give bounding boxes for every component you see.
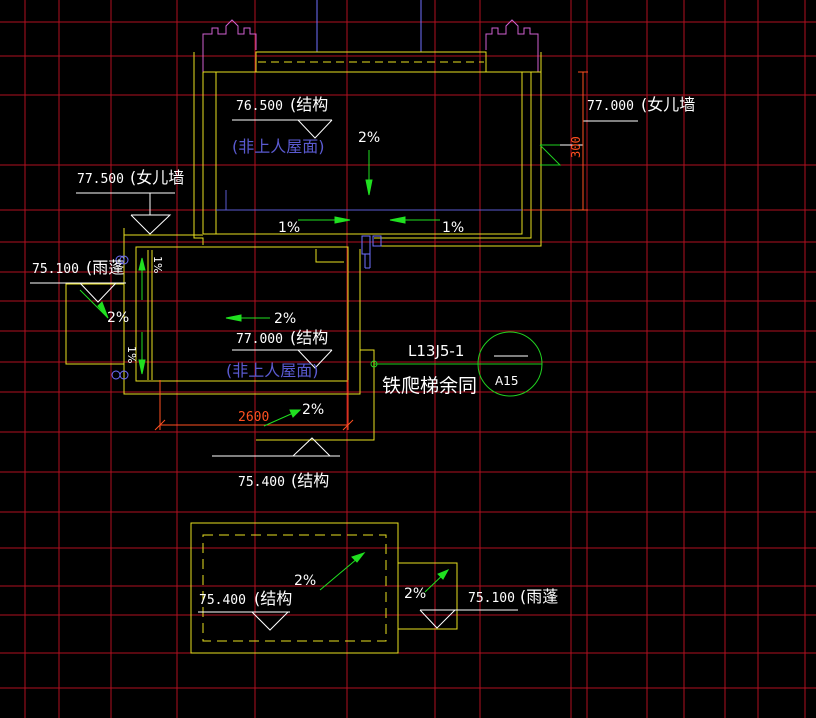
parapet-right-symbol [524, 71, 588, 211]
middle-roof-elevation: 77.000 [236, 332, 283, 347]
upper-roof-note: (非上人屋面) [232, 137, 325, 156]
parapet-left-note: (女儿墙 [130, 168, 184, 187]
ladder-detail-ref: A15 [495, 374, 518, 388]
parapet-crenellation-left [202, 19, 257, 72]
elevation-markers [30, 119, 638, 631]
canopy-right-note: (雨蓬 [520, 587, 558, 606]
parapet-right-dimension: 300 [569, 136, 583, 158]
ladder-code: L13J5-1 [408, 342, 464, 360]
middle-bottom-slope: 2% [302, 402, 324, 418]
canopy-left-slope: 2% [107, 310, 129, 326]
bottom-roof-outline [190, 522, 458, 654]
lower-level-note: (结构 [291, 471, 329, 490]
canopy-left-note: (雨蓬 [86, 258, 124, 277]
lower-level-elevation: 75.400 [238, 475, 285, 490]
upper-gutter-slope-left: 1% [278, 220, 300, 236]
middle-side-slope-top: 1% [151, 256, 164, 273]
middle-roof-slope: 2% [274, 311, 296, 327]
parapet-crenellation-right [485, 19, 539, 72]
upper-roof-elevation: 76.500 [236, 99, 283, 114]
upper-roof-outline [193, 0, 542, 269]
upper-roof-slope: 2% [358, 130, 380, 146]
parapet-right-elevation: 77.000 [587, 99, 634, 114]
slope-arrows [79, 150, 450, 593]
canopy-left-outline [65, 283, 124, 365]
middle-side-slope-bottom: 1% [125, 346, 138, 363]
bottom-roof-note: (结构 [254, 589, 292, 608]
dimension-2600 [154, 380, 354, 431]
middle-roof-outline [123, 228, 375, 441]
canopy-right-slope: 2% [404, 586, 426, 602]
canopy-left-elevation: 75.100 [32, 262, 79, 277]
bottom-roof-slope: 2% [294, 573, 316, 589]
ladder-note: 铁爬梯余同 [382, 375, 477, 397]
middle-dimension: 2600 [238, 410, 269, 425]
middle-drain-markers [111, 255, 129, 380]
ladder-detail-symbol [370, 331, 543, 397]
middle-roof-elevation-note: (结构 [290, 328, 328, 347]
upper-roof-elevation-note: (结构 [290, 95, 328, 114]
parapet-right-note: (女儿墙 [641, 95, 695, 114]
middle-roof-note: (非上人屋面) [226, 361, 319, 380]
parapet-left-elevation: 77.500 [77, 172, 124, 187]
upper-gutter-slope-right: 1% [442, 220, 464, 236]
canopy-right-elevation: 75.100 [468, 591, 515, 606]
bottom-roof-elevation: 75.400 [199, 593, 246, 608]
